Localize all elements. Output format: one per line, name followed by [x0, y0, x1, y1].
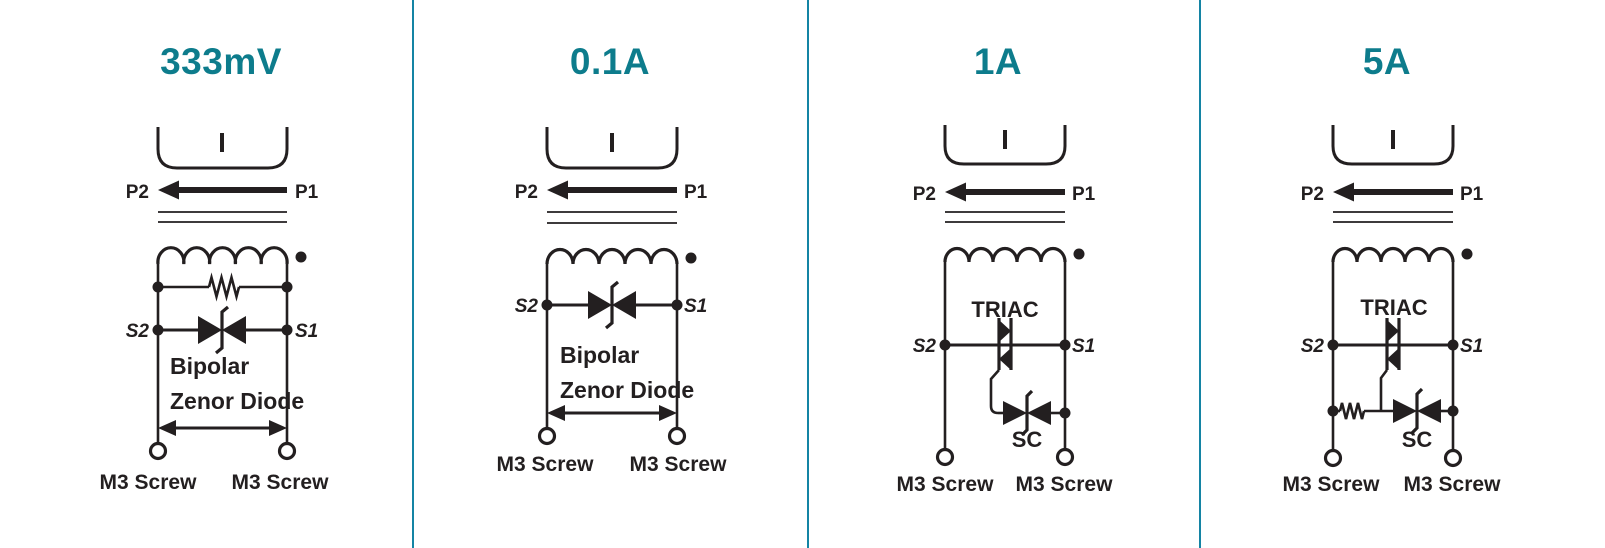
- core-lines: [945, 211, 1065, 223]
- resistor-icon: [152, 272, 293, 302]
- s1-label: S1: [1460, 336, 1483, 357]
- s2-label: S2: [515, 296, 539, 317]
- node-dot: [939, 339, 951, 351]
- s2-label: S2: [913, 336, 937, 357]
- terminal-right: [277, 441, 297, 461]
- triac-label: TRIAC: [1360, 295, 1427, 320]
- polarity-dot-icon: [1461, 248, 1473, 260]
- ct-window-icon: [156, 127, 289, 170]
- node-dot: [281, 281, 293, 293]
- terminal-span-arrow-icon: [547, 405, 677, 421]
- m3-screw-label-left: M3 Screw: [897, 473, 995, 496]
- s1-label: S1: [684, 296, 707, 317]
- node-dot: [671, 299, 683, 311]
- p2-label: P2: [1301, 184, 1324, 205]
- terminal-left: [1323, 448, 1343, 468]
- p1-label: P1: [1460, 184, 1484, 205]
- caption-zenor-diode: Zenor Diode: [560, 377, 694, 403]
- primary-current-arrow-icon: [158, 180, 287, 200]
- secondary-coil-icon: [156, 246, 289, 265]
- sc-diode-icon: [998, 389, 1071, 437]
- terminal-span-arrow-icon: [158, 420, 287, 436]
- caption-bipolar: Bipolar: [170, 353, 249, 379]
- core-lines: [547, 211, 677, 224]
- node-dot: [1059, 339, 1071, 351]
- s2-label: S2: [1301, 336, 1325, 357]
- node-dot: [281, 324, 293, 336]
- secondary-coil-icon: [943, 246, 1067, 263]
- m3-screw-label-right: M3 Screw: [1404, 473, 1502, 496]
- caption-bipolar: Bipolar: [560, 342, 639, 368]
- core-lines: [1333, 211, 1453, 223]
- p1-label: P1: [684, 182, 708, 203]
- p2-label: P2: [515, 182, 538, 203]
- ct-window-icon: [1331, 125, 1455, 166]
- s2-label: S2: [126, 321, 150, 342]
- m3-screw-label-right: M3 Screw: [1016, 473, 1114, 496]
- m3-screw-label-right: M3 Screw: [232, 471, 330, 494]
- node-dot: [1447, 339, 1459, 351]
- triac-label: TRIAC: [971, 297, 1038, 322]
- node-dot: [1327, 405, 1339, 417]
- polarity-dot-icon: [685, 252, 697, 264]
- polarity-dot-icon: [1073, 248, 1085, 260]
- terminal-left: [148, 441, 168, 461]
- sc-label: SC: [1402, 427, 1433, 452]
- m3-screw-label-right: M3 Screw: [630, 453, 728, 476]
- panel-1a: 1A P2 P1 TRIAC S2 S1: [897, 41, 1114, 496]
- zener-diode-icon: [541, 280, 683, 330]
- panel-divider: [1199, 0, 1201, 548]
- ct-window-icon: [545, 127, 679, 170]
- node-dot: [1327, 339, 1339, 351]
- zener-diode-icon: [152, 305, 293, 355]
- panel-title: 333mV: [160, 41, 282, 82]
- s1-label: S1: [1072, 336, 1095, 357]
- m3-screw-label-left: M3 Screw: [497, 453, 595, 476]
- node-dot: [1059, 407, 1071, 419]
- s1-label: S1: [295, 321, 318, 342]
- gate-wire: [1379, 369, 1389, 411]
- resistor-icon: [1327, 402, 1393, 420]
- sc-label: SC: [1012, 427, 1043, 452]
- panel-title: 0.1A: [570, 41, 650, 82]
- terminal-left: [537, 426, 557, 446]
- secondary-coil-icon: [1331, 246, 1455, 263]
- panel-333mv: 333mV P2 P1: [100, 41, 330, 494]
- p1-label: P1: [295, 182, 319, 203]
- node-dot: [541, 299, 553, 311]
- secondary-coil-icon: [545, 247, 679, 265]
- core-lines: [158, 211, 287, 223]
- node-dot: [1447, 405, 1459, 417]
- panel-title: 5A: [1363, 41, 1411, 82]
- m3-screw-label-left: M3 Screw: [100, 471, 198, 494]
- primary-current-arrow-icon: [945, 182, 1065, 202]
- caption-zenor-diode: Zenor Diode: [170, 388, 304, 414]
- ct-window-icon: [943, 125, 1067, 166]
- gate-wire: [989, 369, 1000, 415]
- panel-divider: [807, 0, 809, 548]
- panel-0p1a: 0.1A P2 P1 S2 S1 Bipol: [497, 41, 728, 476]
- node-dot: [152, 281, 164, 293]
- m3-screw-label-left: M3 Screw: [1283, 473, 1381, 496]
- p2-label: P2: [913, 184, 936, 205]
- polarity-dot-icon: [295, 251, 307, 263]
- primary-current-arrow-icon: [547, 180, 677, 200]
- triac-icon: [997, 318, 1013, 370]
- primary-current-arrow-icon: [1333, 182, 1453, 202]
- panel-divider: [412, 0, 414, 548]
- terminal-right: [1055, 447, 1075, 467]
- node-dot: [152, 324, 164, 336]
- terminal-left: [935, 447, 955, 467]
- p2-label: P2: [126, 182, 149, 203]
- terminal-right: [1443, 448, 1463, 468]
- triac-icon: [1385, 318, 1401, 370]
- terminal-right: [667, 426, 687, 446]
- sc-diode-icon: [1393, 387, 1459, 435]
- panel-title: 1A: [974, 41, 1022, 82]
- panel-5a: 5A P2 P1 TRIAC S2 S1: [1283, 41, 1502, 496]
- p1-label: P1: [1072, 184, 1096, 205]
